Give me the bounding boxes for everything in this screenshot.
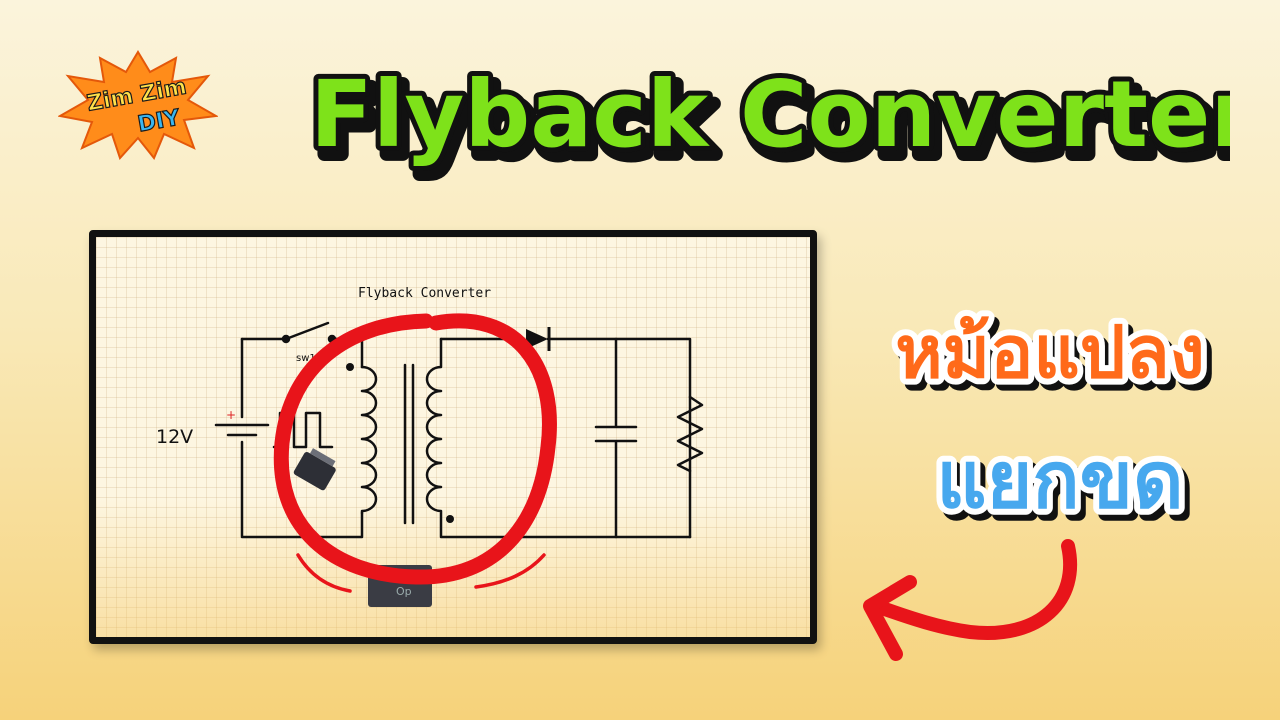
wire-left-side (240, 337, 364, 539)
zim-zim-diy-logo: Zim Zim DIY (58, 50, 218, 160)
primary-coil-icon (360, 365, 378, 515)
wire-secondary-top (439, 337, 692, 539)
mosfet-chip-icon (293, 448, 336, 491)
switch-contact-left (281, 334, 291, 344)
switch-label: sw1 (296, 353, 316, 364)
primary-dot (346, 363, 354, 371)
opamp-chip-label: Op (396, 585, 412, 598)
thai-line2-outline: แยกขด (936, 436, 1183, 526)
capacitor-icon (594, 337, 638, 539)
page-title: Flyback Converter Flyback Converter Flyb… (305, 56, 1230, 183)
thai-line1: หม้อแปลง (895, 310, 1205, 394)
thai-caption: หม้อแปลง หม้อแปลง หม้อแปลง แยกขด แยกขด แ… (889, 304, 1216, 538)
arrow-shaft (875, 539, 1078, 640)
thai-line1-outline: หม้อแปลง (895, 310, 1205, 394)
diode-icon (526, 329, 548, 349)
annotation-circle (273, 313, 557, 585)
thai-line1-shadow: หม้อแปลง (900, 316, 1210, 400)
schematic-title: Flyback Converter (358, 286, 491, 301)
page-title-text: Flyback Converter (310, 61, 1230, 168)
red-arrow-icon (863, 539, 1078, 661)
thai-line2: แยกขด (936, 436, 1183, 526)
annotation-curve-left (296, 553, 352, 593)
secondary-coil-icon (425, 337, 692, 539)
resistor-icon (676, 395, 704, 473)
page-title-outline: Flyback Converter (310, 61, 1230, 168)
transformer-core-icon (403, 363, 415, 525)
thai-line2-shadow: แยกขด (941, 442, 1188, 532)
battery-icon (214, 423, 270, 437)
secondary-dot (446, 515, 454, 523)
voltage-label: 12V (156, 426, 193, 448)
battery-plus-label: + (226, 408, 236, 422)
schematic-panel: Op Flyback Converter 12V sw1 + (89, 230, 817, 644)
annotation-curve-right (474, 553, 546, 589)
flyback-schematic: Op Flyback Converter 12V sw1 + (156, 286, 704, 607)
arrow-head (863, 575, 917, 661)
page-title-shadow: Flyback Converter (316, 69, 1230, 176)
logo-burst-shape (58, 50, 218, 160)
